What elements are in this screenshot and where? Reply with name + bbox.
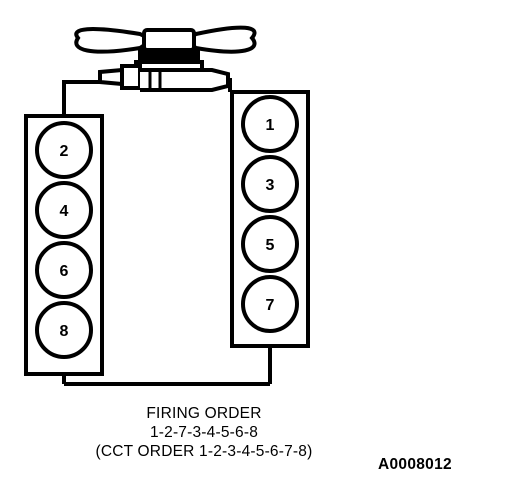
cylinder-number-6: 6 — [60, 263, 69, 280]
cylinder-number-3: 3 — [266, 177, 275, 194]
figure-code: A0008012 — [378, 456, 452, 473]
cylinder-number-1: 1 — [266, 117, 275, 134]
cylinder-4 — [35, 181, 93, 239]
cylinder-number-5: 5 — [266, 237, 275, 254]
cylinder-6 — [35, 241, 93, 299]
cylinder-number-7: 7 — [266, 297, 275, 314]
front-cover — [98, 48, 230, 92]
cylinder-1 — [241, 95, 299, 153]
cylinder-number-4: 4 — [60, 203, 69, 220]
cylinder-number-2: 2 — [60, 143, 69, 160]
cylinder-7 — [241, 275, 299, 333]
cylinder-3 — [241, 155, 299, 213]
cylinder-2 — [35, 121, 93, 179]
cylinder-5 — [241, 215, 299, 273]
cct-order-note: (CCT ORDER 1-2-3-4-5-6-7-8) — [95, 443, 313, 460]
cylinder-number-8: 8 — [60, 323, 69, 340]
engine-block-outline — [62, 78, 272, 386]
cooling-fan — [74, 25, 257, 54]
cylinder-8 — [35, 301, 93, 359]
firing-order-heading: FIRING ORDER — [146, 405, 262, 422]
firing-order-sequence: 1-2-7-3-4-5-6-8 — [149, 424, 259, 441]
engine-diagram: 2 4 6 8 1 3 5 7 — [24, 25, 310, 386]
